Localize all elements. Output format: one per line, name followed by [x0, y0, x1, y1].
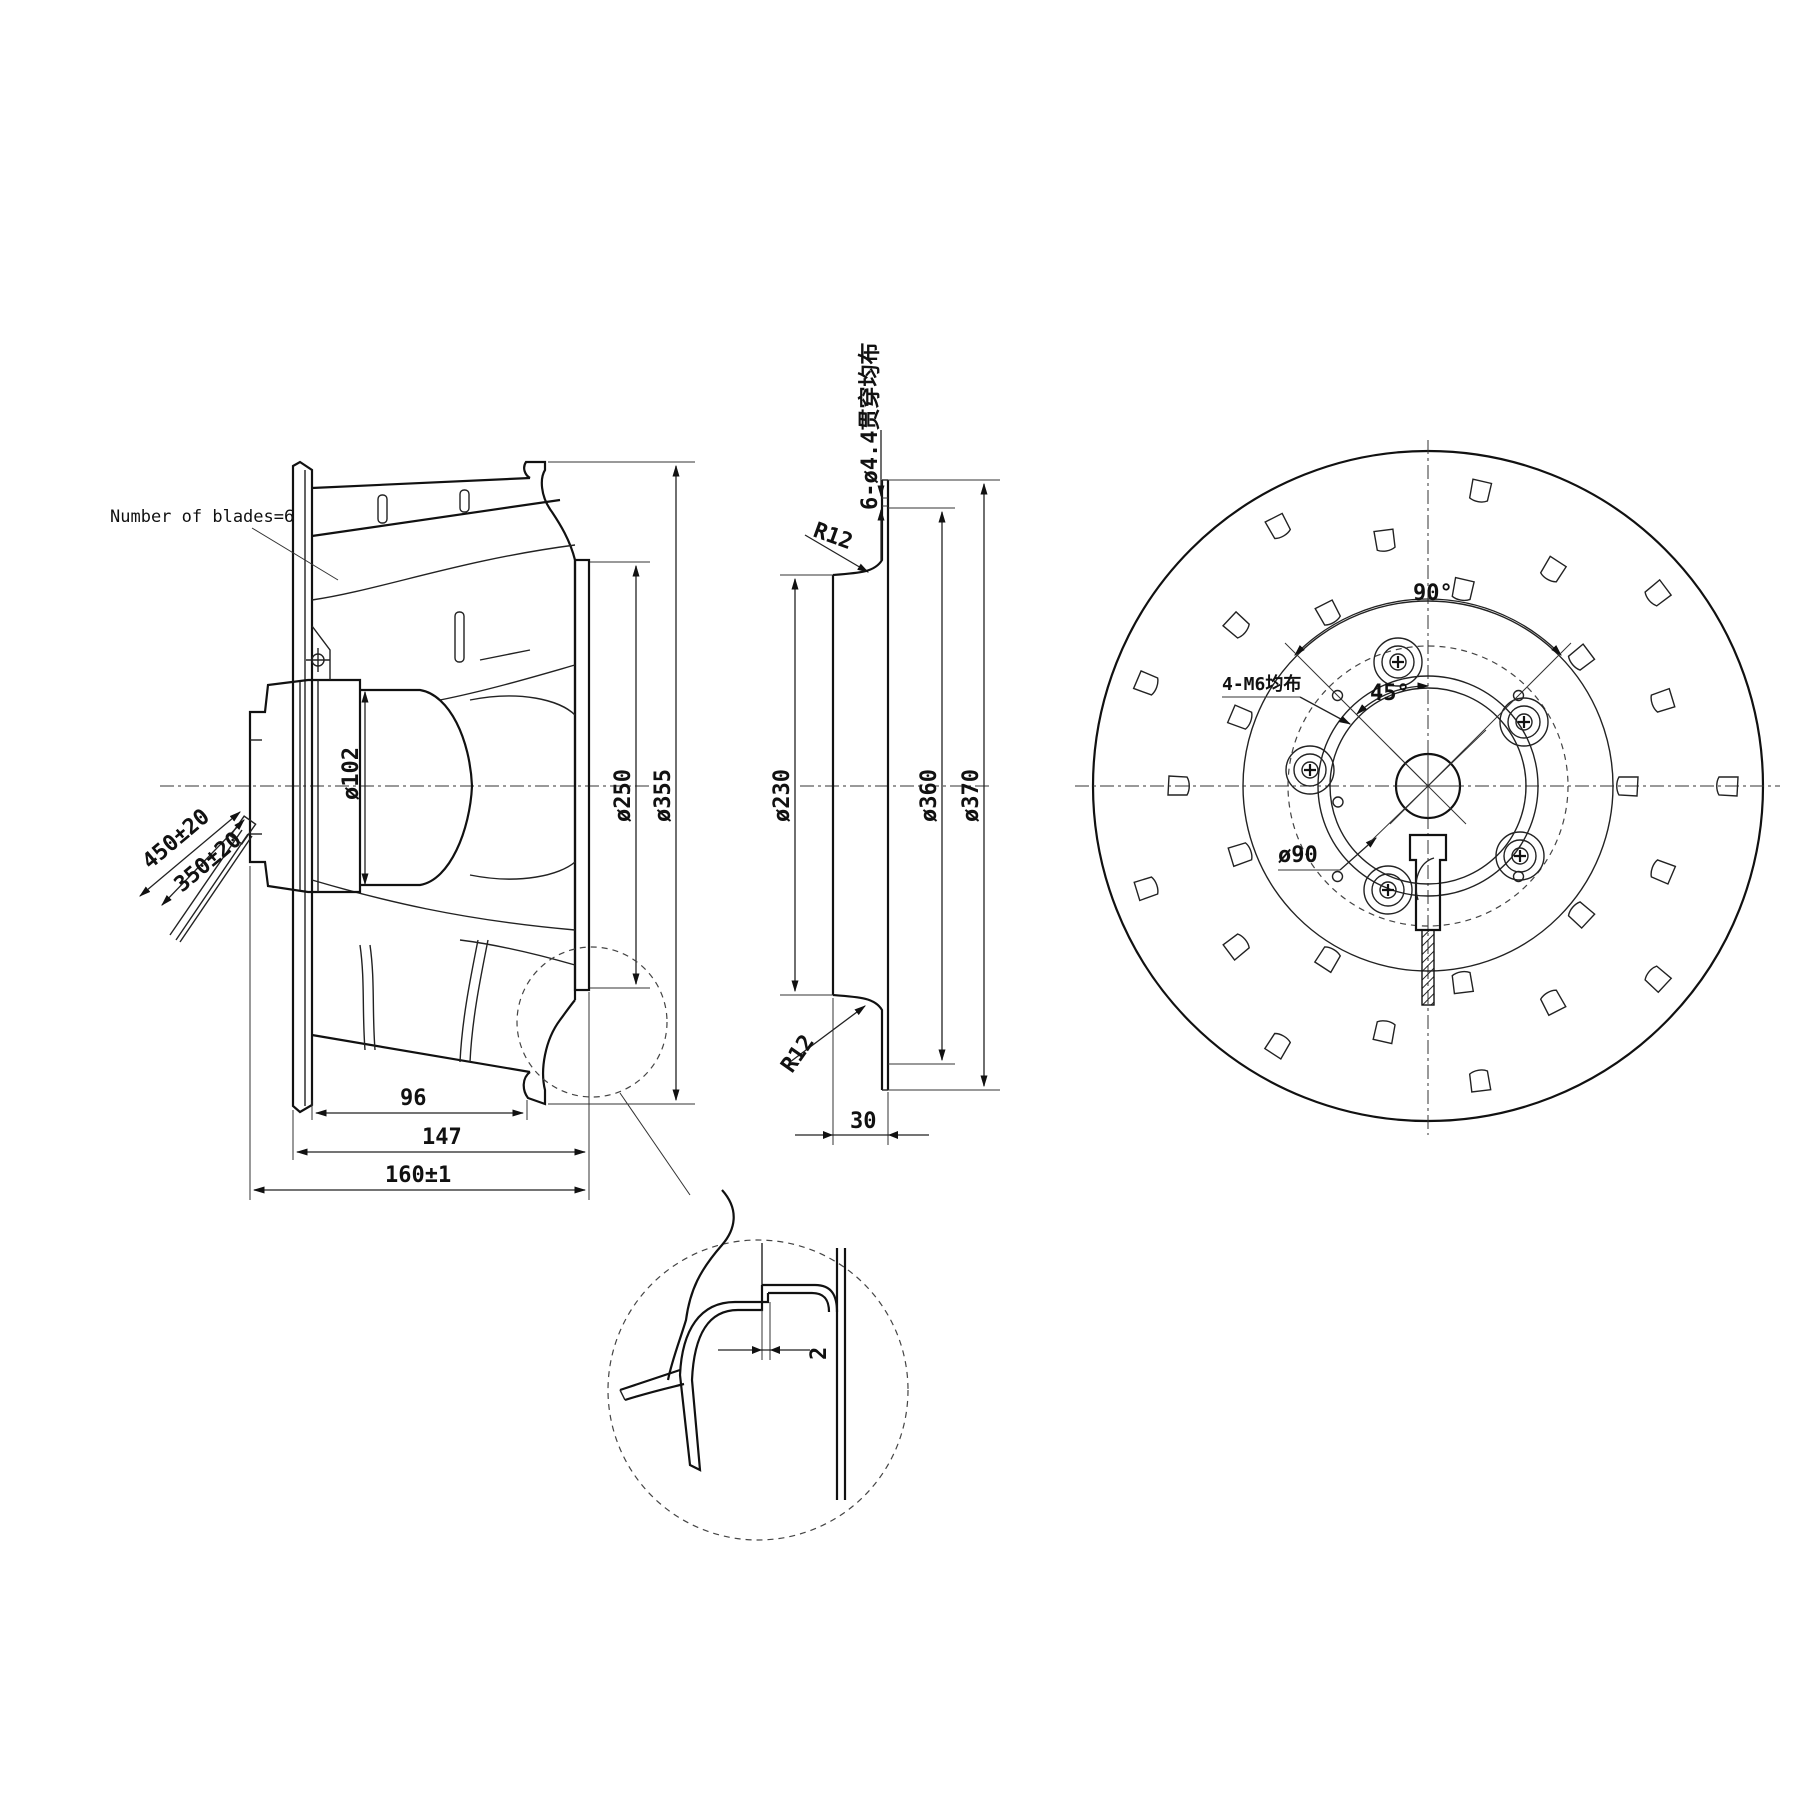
- dim-inlet-diameter: ø250: [611, 769, 636, 822]
- thread-note: 4-M6均布: [1222, 673, 1301, 695]
- vent-window: [1616, 776, 1639, 797]
- radius-top-label: R12: [810, 518, 856, 555]
- m6-hole: [1331, 870, 1344, 883]
- shroud-bottom: [522, 999, 576, 1106]
- shroud-top: [523, 460, 577, 1000]
- detail-circle: [607, 1239, 909, 1541]
- vent-window: [1133, 876, 1159, 902]
- vent-window: [1539, 989, 1567, 1017]
- mounting-boss: [1495, 831, 1545, 881]
- inlet-flange: [573, 558, 591, 992]
- detail-callout-circle: [516, 946, 668, 1098]
- vent-window: [1132, 670, 1159, 696]
- vent-window: [1226, 704, 1253, 730]
- vent-window: [1167, 775, 1190, 796]
- m6-holes: [1331, 689, 1525, 883]
- dim-outer-diameter: ø355: [651, 769, 676, 822]
- through-hole-note: 6-ø4.4贯穿均布: [857, 343, 883, 510]
- inlet-ring-view: ø230 ø360 ø370 30 R12 R12 6-ø4.4贯穿均布: [770, 343, 1000, 1145]
- m6-hole: [1512, 870, 1525, 883]
- mounting-boss: [1507, 705, 1541, 739]
- dim-flange-diameter: ø370: [959, 769, 984, 822]
- vent-window: [1716, 776, 1739, 797]
- dim-flange-pitch: ø90: [1278, 843, 1318, 868]
- dim-ring-width: 30: [850, 1109, 877, 1134]
- angle-90-label: 90°: [1413, 581, 1453, 606]
- vent-window: [1451, 970, 1475, 995]
- vent-window: [1567, 643, 1596, 671]
- screw-cross: [1382, 884, 1394, 896]
- vent-window: [1567, 901, 1596, 930]
- vent-window: [1650, 859, 1677, 885]
- mounting-boss: [1363, 865, 1413, 915]
- vent-window: [1263, 1032, 1292, 1060]
- screw-cross: [1518, 716, 1530, 728]
- vent-window: [1539, 555, 1568, 583]
- vent-window: [1264, 512, 1292, 540]
- back-plate: [291, 460, 314, 1114]
- mounting-boss: [1301, 761, 1319, 779]
- mounting-boss: [1515, 713, 1533, 731]
- motor-cup: [360, 688, 474, 887]
- mounting-bosses: [1285, 637, 1549, 915]
- dim-length-147: 147: [422, 1125, 462, 1150]
- blade: [311, 544, 576, 601]
- vent-window: [1373, 528, 1396, 552]
- mounting-boss: [1379, 881, 1397, 899]
- radius-bottom-label: R12: [776, 1031, 819, 1078]
- ring-lip: [762, 1283, 839, 1313]
- m6-hole: [1512, 689, 1525, 702]
- cable-gland: [1408, 833, 1448, 932]
- cable-exit: [1421, 929, 1435, 1006]
- side-view: 450±20 350±20 Number of blades=6 ø102 ø2…: [110, 460, 695, 1200]
- blade-count-note: Number of blades=6: [110, 507, 294, 527]
- screw-cross: [1514, 850, 1526, 862]
- dim-length-96: 96: [400, 1086, 427, 1111]
- gap-dimension: 2: [807, 1347, 832, 1360]
- motor-flange: [1317, 675, 1539, 897]
- front-view: 90° 45° 4-M6均布 ø90: [1075, 440, 1780, 1135]
- mounting-boss: [1499, 697, 1549, 747]
- vent-window: [1644, 965, 1673, 994]
- vent-window: [1372, 1020, 1396, 1045]
- vent-window: [1468, 1069, 1492, 1093]
- vent-window: [1451, 576, 1475, 602]
- dim-hole-circle-diameter: ø360: [917, 769, 942, 822]
- shroud-lip: [678, 1285, 770, 1472]
- motor-rotor: [248, 678, 362, 894]
- vent-window: [1222, 933, 1250, 962]
- m6-hole: [1331, 689, 1344, 702]
- mounting-boss: [1371, 873, 1405, 907]
- mounting-boss: [1293, 753, 1327, 787]
- dim-throat-diameter: ø230: [770, 769, 795, 822]
- detail-view: 2: [607, 1189, 909, 1541]
- dim-hub-diameter: ø102: [339, 747, 364, 800]
- vent-window: [1314, 599, 1342, 626]
- screw-cross: [1304, 764, 1316, 776]
- mounting-boss: [1511, 847, 1529, 865]
- mounting-boss: [1285, 745, 1335, 795]
- vent-windows: [1132, 478, 1739, 1093]
- angle-45-label: 45°: [1370, 681, 1410, 706]
- vent-window: [1468, 478, 1493, 503]
- vent-window: [1650, 687, 1676, 713]
- vent-window: [1222, 610, 1250, 639]
- vent-window: [1644, 578, 1673, 607]
- vent-window: [1227, 842, 1253, 868]
- vent-window: [1313, 946, 1342, 974]
- dim-length-160: 160±1: [385, 1163, 451, 1188]
- screw-cross: [1392, 656, 1404, 668]
